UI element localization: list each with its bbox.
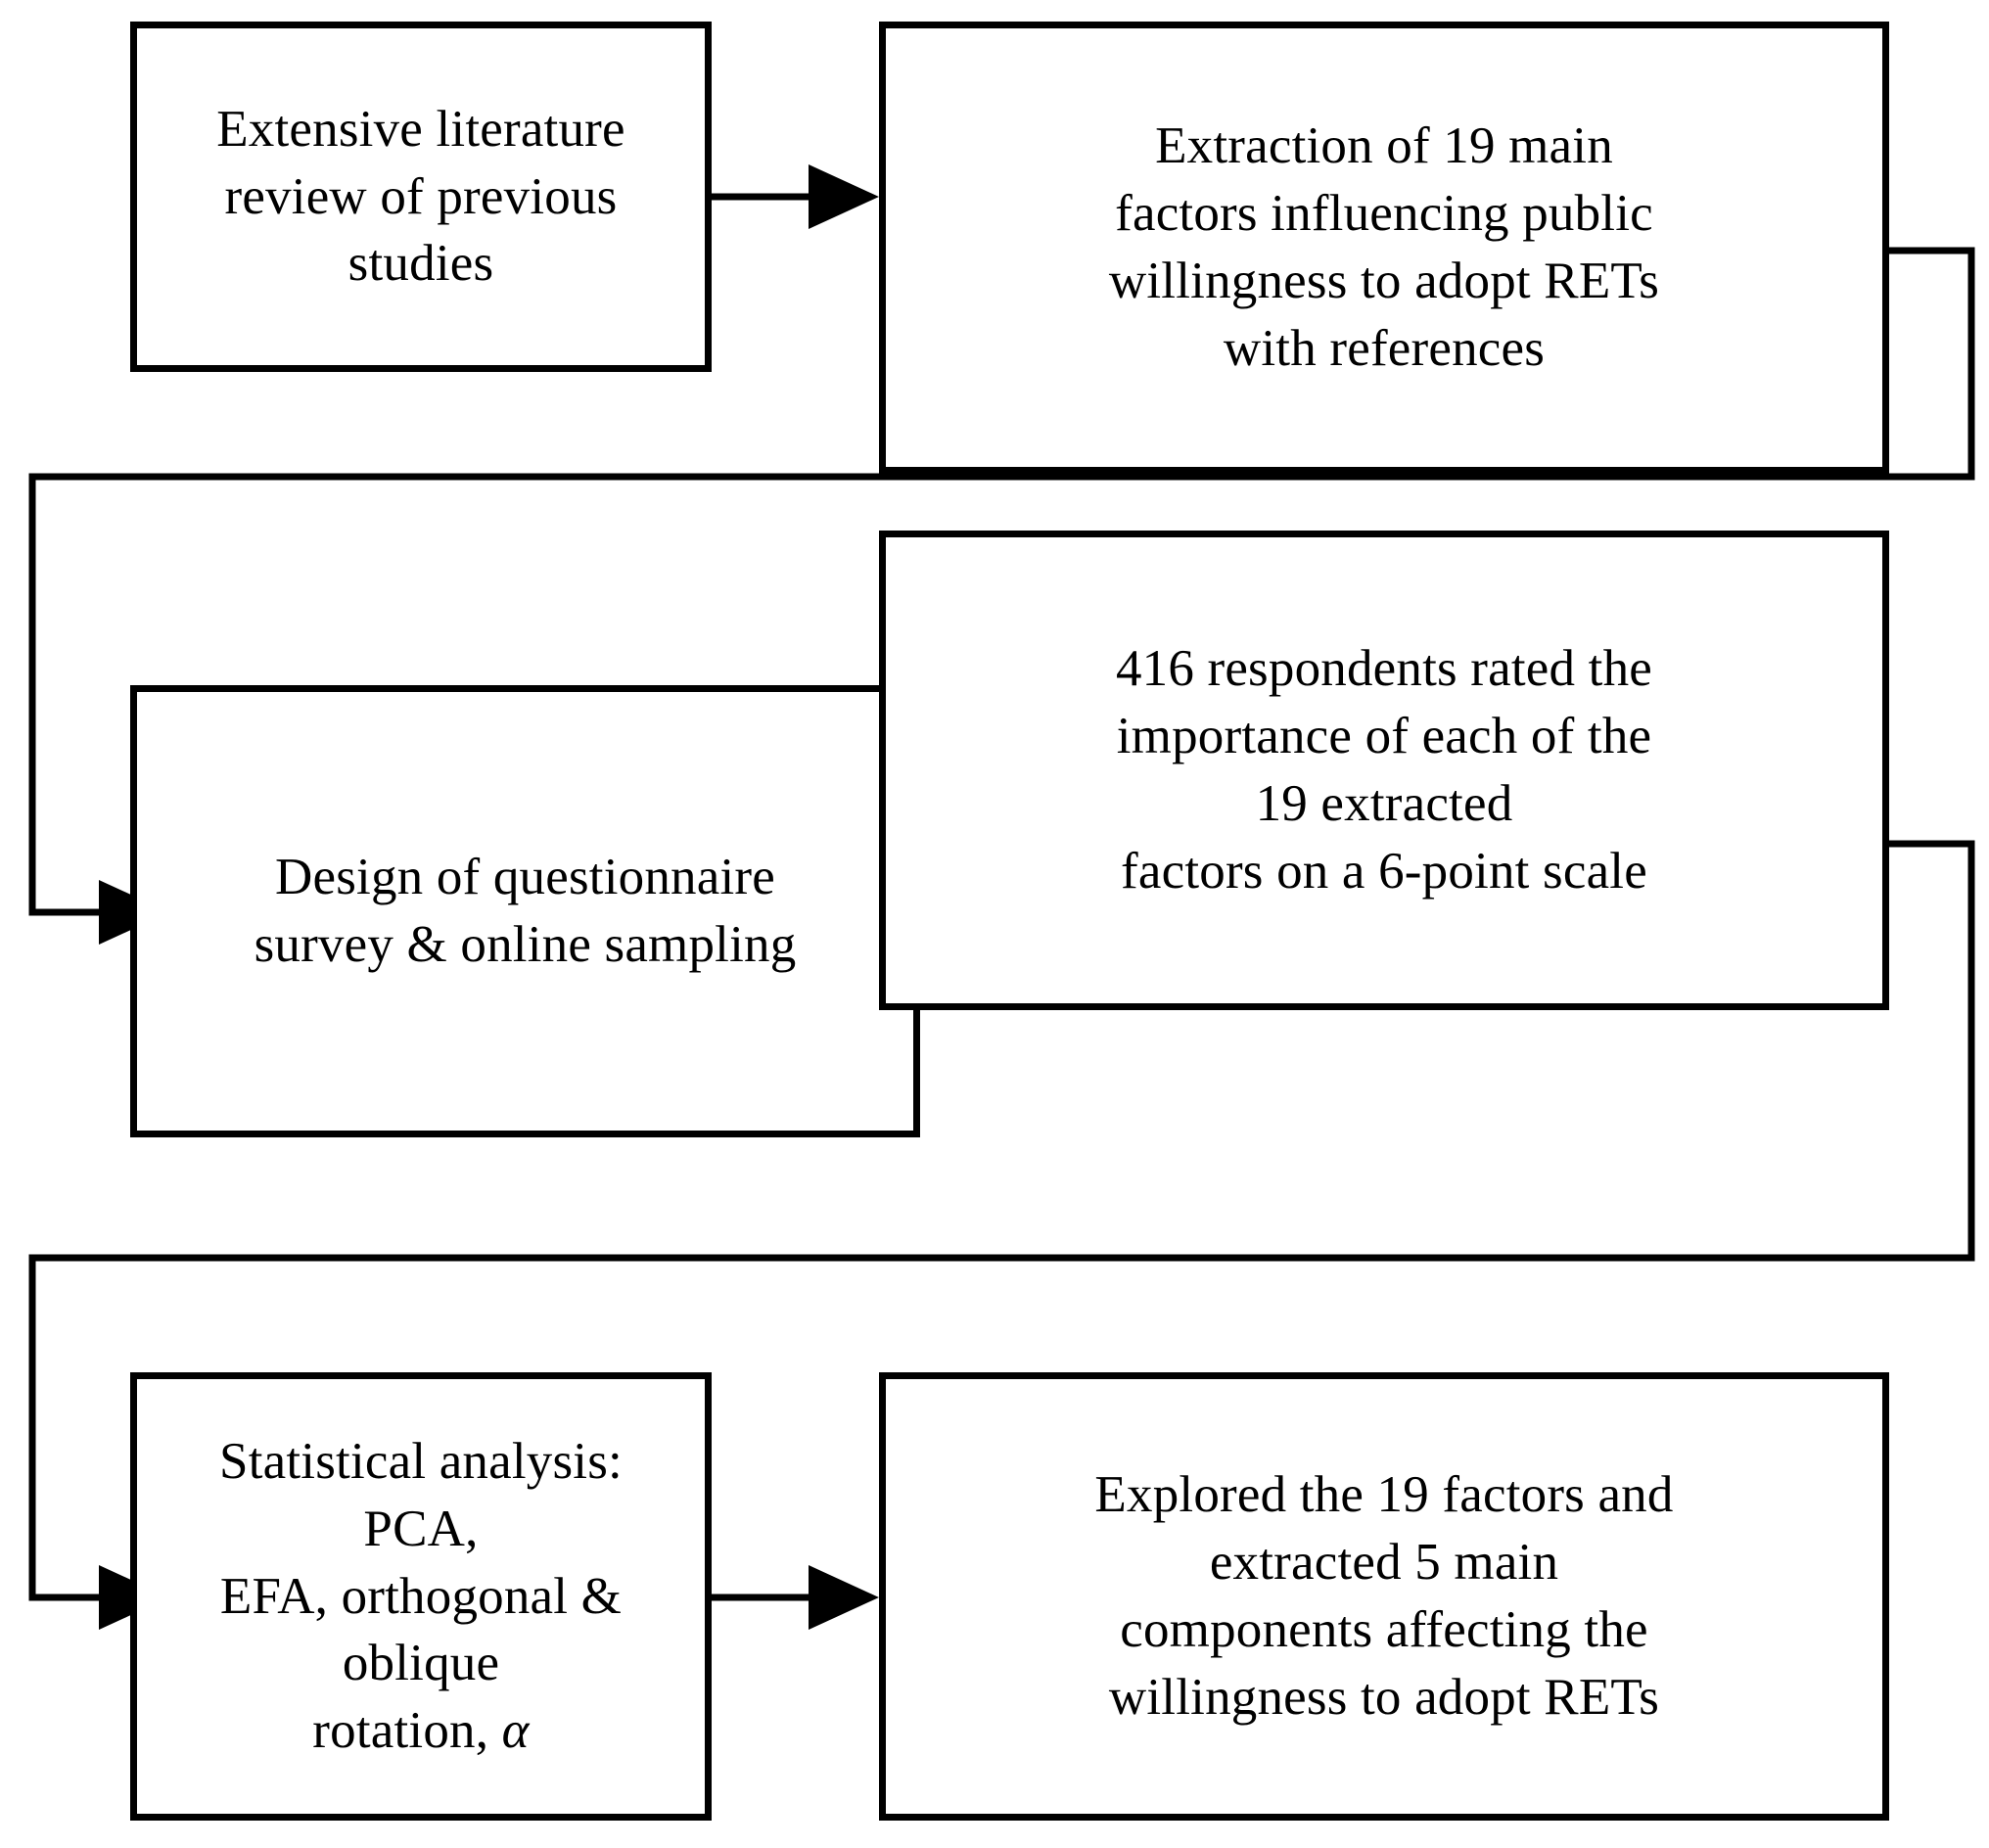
node-literature-review-label: Extensive literature review of previous … [216, 100, 625, 293]
node-statistical-analysis[interactable]: Statistical analysis: PCA, EFA, orthogon… [130, 1372, 712, 1821]
node-questionnaire-design[interactable]: Design of questionnaire survey & online … [130, 685, 920, 1137]
node-extracted-components[interactable]: Explored the 19 factors and extracted 5 … [879, 1372, 1889, 1821]
edge-stat-analysis-to-components [712, 1565, 879, 1630]
node-statistical-analysis-label-text: Statistical analysis: PCA, EFA, orthogon… [219, 1432, 623, 1760]
node-extracted-components-label: Explored the 19 factors and extracted 5 … [1094, 1466, 1674, 1726]
edge-lit-review-to-factor-extract [712, 164, 879, 229]
node-statistical-analysis-label: Statistical analysis: PCA, EFA, orthogon… [161, 1428, 681, 1765]
node-respondent-ratings-label: 416 respondents rated the importance of … [1115, 640, 1653, 900]
alpha-symbol: α [501, 1702, 530, 1760]
node-questionnaire-design-label: Design of questionnaire survey & online … [254, 849, 797, 973]
node-respondent-ratings[interactable]: 416 respondents rated the importance of … [879, 531, 1889, 1010]
node-factor-extraction[interactable]: Extraction of 19 main factors influencin… [879, 22, 1889, 474]
node-literature-review[interactable]: Extensive literature review of previous … [130, 22, 712, 372]
node-factor-extraction-label: Extraction of 19 main factors influencin… [1108, 117, 1660, 377]
